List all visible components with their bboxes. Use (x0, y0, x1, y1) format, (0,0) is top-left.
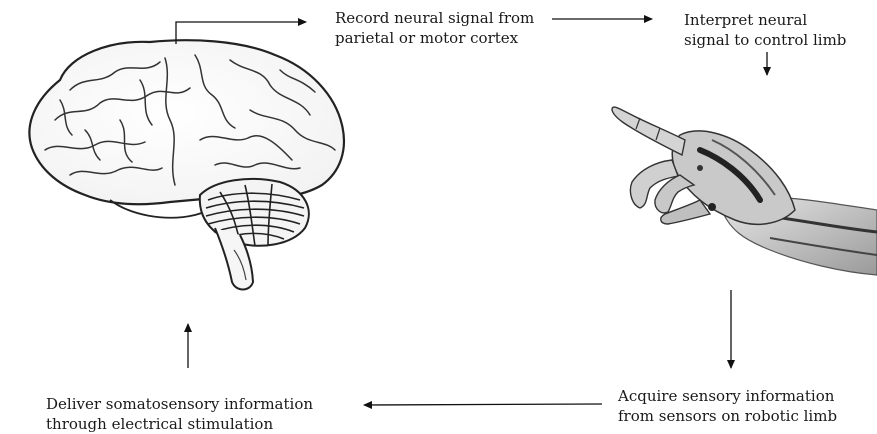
robotic-hand-illustration (612, 107, 877, 275)
acquire-line-1: Acquire sensory information (618, 386, 837, 406)
interpret-line-1: Interpret neural (684, 10, 846, 30)
record-neural-signal-label: Record neural signal from parietal or mo… (335, 8, 534, 48)
acquire-line-2: from sensors on robotic limb (618, 406, 837, 426)
brain-illustration (29, 40, 344, 289)
interpret-line-2: signal to control limb (684, 30, 846, 50)
arrow-acquire-to-deliver (364, 404, 602, 405)
acquire-sensory-information-label: Acquire sensory information from sensors… (618, 386, 837, 426)
deliver-line-2: through electrical stimulation (46, 414, 313, 434)
deliver-line-1: Deliver somatosensory information (46, 394, 313, 414)
record-line-1: Record neural signal from (335, 8, 534, 28)
brain-cerebrum (29, 40, 344, 204)
robotic-index-finger (612, 107, 685, 155)
record-line-2: parietal or motor cortex (335, 28, 534, 48)
deliver-somatosensory-information-label: Deliver somatosensory information throug… (46, 394, 313, 434)
interpret-neural-signal-label: Interpret neural signal to control limb (684, 10, 846, 50)
brain-cerebellum (200, 179, 309, 246)
